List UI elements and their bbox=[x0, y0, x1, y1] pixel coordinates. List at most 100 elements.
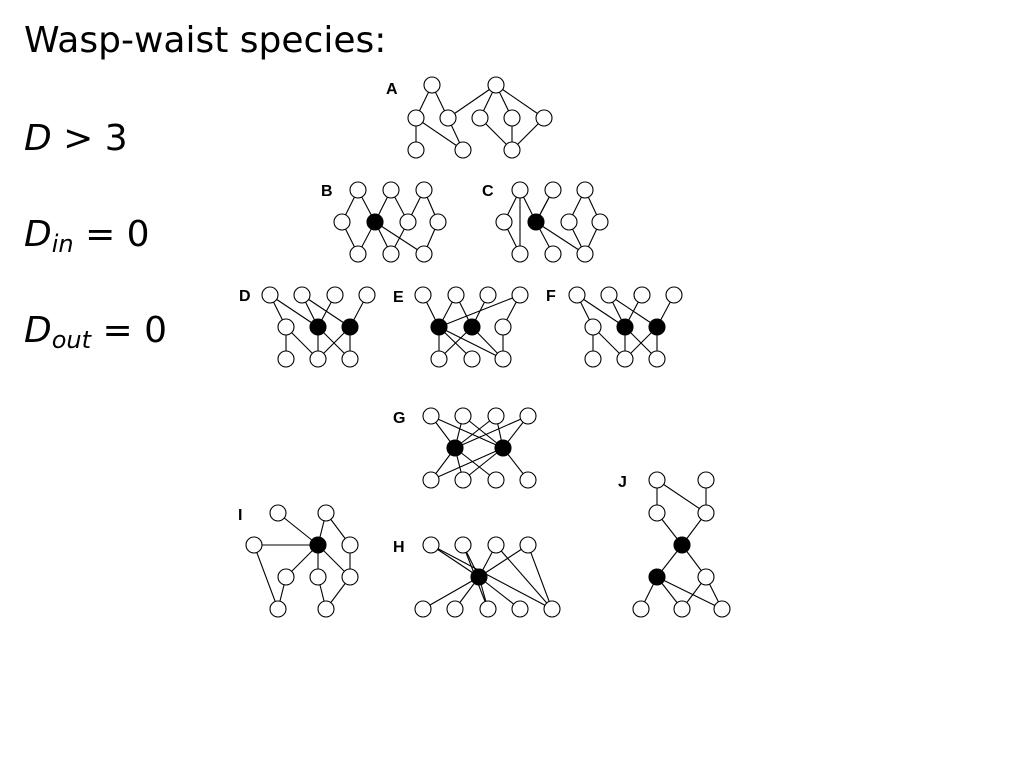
trophic-link bbox=[454, 447, 497, 481]
species-node bbox=[576, 181, 594, 199]
species-node bbox=[591, 213, 609, 231]
wasp-waist-node bbox=[309, 318, 327, 336]
species-node bbox=[697, 568, 715, 586]
species-node bbox=[415, 245, 433, 263]
species-node bbox=[317, 600, 335, 618]
species-node bbox=[463, 350, 481, 368]
wasp-waist-node bbox=[494, 439, 512, 457]
species-node bbox=[471, 109, 489, 127]
slide-title: Wasp-waist species: bbox=[24, 20, 387, 61]
species-node bbox=[648, 504, 666, 522]
food-web-panel-e: E bbox=[393, 286, 529, 368]
species-node bbox=[341, 536, 359, 554]
species-node bbox=[454, 141, 472, 159]
species-node bbox=[349, 245, 367, 263]
species-node bbox=[519, 407, 537, 425]
panel-label-h: H bbox=[393, 539, 405, 556]
species-node bbox=[511, 286, 529, 304]
panel-label-f: F bbox=[546, 288, 556, 305]
species-node bbox=[495, 213, 513, 231]
wasp-waist-node bbox=[616, 318, 634, 336]
panel-label-i: I bbox=[238, 507, 242, 524]
species-node bbox=[503, 141, 521, 159]
species-node bbox=[439, 109, 457, 127]
trophic-link bbox=[438, 294, 521, 328]
wasp-waist-node bbox=[309, 536, 327, 554]
species-node bbox=[544, 245, 562, 263]
trophic-link bbox=[576, 294, 626, 328]
species-node bbox=[519, 471, 537, 489]
species-node bbox=[349, 181, 367, 199]
species-node bbox=[382, 181, 400, 199]
species-node bbox=[341, 568, 359, 586]
panel-label-e: E bbox=[393, 289, 404, 306]
trophic-link bbox=[454, 415, 529, 449]
species-node bbox=[584, 350, 602, 368]
panel-label-a: A bbox=[386, 81, 398, 98]
species-node bbox=[423, 76, 441, 94]
species-node bbox=[317, 504, 335, 522]
trophic-link bbox=[478, 576, 521, 610]
species-node bbox=[560, 213, 578, 231]
species-node bbox=[600, 286, 618, 304]
wasp-waist-node bbox=[648, 318, 666, 336]
wasp-waist-node bbox=[470, 568, 488, 586]
species-node bbox=[269, 504, 287, 522]
species-node bbox=[576, 245, 594, 263]
species-node bbox=[245, 536, 263, 554]
species-node bbox=[399, 213, 417, 231]
trophic-link bbox=[438, 326, 504, 360]
species-node bbox=[414, 286, 432, 304]
trophic-link bbox=[495, 544, 553, 610]
panel-label-b: B bbox=[321, 183, 333, 200]
species-node bbox=[616, 350, 634, 368]
panel-label-d: D bbox=[239, 288, 251, 305]
trophic-link bbox=[447, 84, 497, 119]
species-node bbox=[269, 600, 287, 618]
species-node bbox=[407, 141, 425, 159]
species-node bbox=[293, 286, 311, 304]
wasp-waist-node bbox=[366, 213, 384, 231]
species-node bbox=[447, 286, 465, 304]
species-node bbox=[422, 407, 440, 425]
trophic-link bbox=[430, 447, 504, 481]
wasp-waist-node bbox=[341, 318, 359, 336]
trophic-link bbox=[269, 294, 319, 328]
species-node bbox=[487, 536, 505, 554]
species-node bbox=[422, 536, 440, 554]
species-node bbox=[326, 286, 344, 304]
panel-label-g: G bbox=[393, 410, 405, 427]
species-node bbox=[697, 471, 715, 489]
wasp-waist-node bbox=[446, 439, 464, 457]
species-node bbox=[633, 286, 651, 304]
trophic-link bbox=[478, 544, 529, 578]
wasp-waist-node bbox=[430, 318, 448, 336]
species-node bbox=[665, 286, 683, 304]
species-node bbox=[414, 600, 432, 618]
species-node bbox=[697, 504, 715, 522]
food-web-panel-f: F bbox=[546, 286, 683, 368]
species-node bbox=[422, 471, 440, 489]
species-node bbox=[261, 286, 279, 304]
species-node bbox=[479, 600, 497, 618]
species-node bbox=[454, 471, 472, 489]
species-node bbox=[648, 471, 666, 489]
wasp-waist-node bbox=[673, 536, 691, 554]
panel-label-j: J bbox=[618, 474, 627, 491]
species-node bbox=[544, 181, 562, 199]
trophic-link bbox=[454, 415, 497, 449]
food-web-panel-g: G bbox=[393, 407, 537, 489]
species-node bbox=[632, 600, 650, 618]
species-node bbox=[430, 350, 448, 368]
species-node bbox=[429, 213, 447, 231]
species-node bbox=[277, 318, 295, 336]
trophic-link bbox=[430, 415, 504, 449]
species-node bbox=[487, 471, 505, 489]
trophic-link bbox=[495, 84, 545, 119]
species-node bbox=[511, 181, 529, 199]
species-node bbox=[309, 350, 327, 368]
wasp-waist-node bbox=[463, 318, 481, 336]
trophic-link bbox=[535, 221, 586, 255]
species-node bbox=[446, 600, 464, 618]
